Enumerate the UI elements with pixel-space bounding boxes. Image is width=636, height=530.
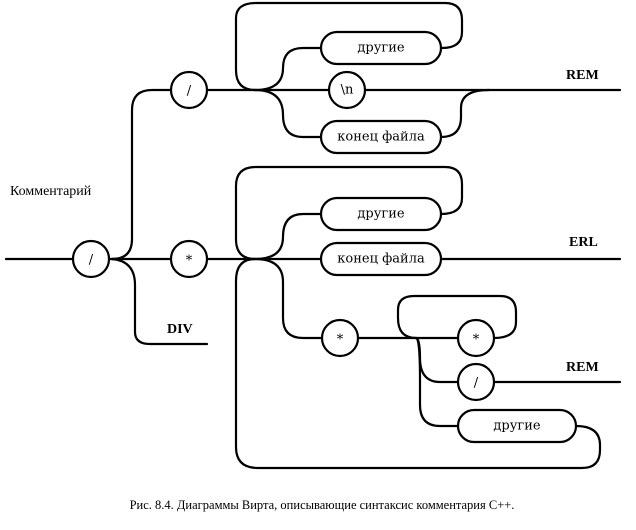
top-drugie-node	[319, 30, 443, 66]
top-drugie-loop-line	[253, 46, 323, 92]
top-slash-node	[169, 70, 209, 110]
inner-star-text: *	[473, 333, 480, 348]
inner-slash-in-line	[414, 336, 460, 384]
inner-star-loop-line	[396, 294, 518, 340]
mid-star-text: *	[186, 254, 193, 269]
figure-caption: Рис. 8.4. Диаграммы Вирта, описывающие с…	[130, 498, 515, 512]
inner-drugie-text: другие	[493, 419, 540, 434]
mid-eof-text: конец файла	[337, 252, 425, 267]
div-label: DIV	[167, 322, 193, 337]
top-slash-text: /	[187, 84, 192, 99]
inner-star-node	[456, 318, 496, 358]
inner-drugie-node	[456, 408, 578, 444]
top-eof-node	[319, 119, 443, 155]
mid-drugie-text: другие	[357, 207, 404, 222]
mid-eof-node	[319, 241, 443, 277]
diagram-title: Комментарий	[10, 184, 92, 199]
top-drugie-text: другие	[357, 41, 404, 56]
mid-star-node	[169, 239, 209, 279]
start-slash-text: /	[89, 253, 94, 268]
top-eof-in-line	[253, 88, 323, 139]
low-star-text: *	[337, 333, 344, 348]
mid-drugie-loop-line	[253, 212, 323, 261]
inner-slash-node	[456, 362, 496, 402]
start-slash-node	[71, 239, 111, 279]
div-branch-line	[110, 257, 209, 346]
top-outer-loop-line	[234, 1, 464, 92]
mid-outer-bottom-loop-line	[234, 257, 602, 470]
inner-drugie-in-line	[414, 336, 460, 428]
top-newline-node	[327, 70, 367, 110]
top-newline-text: \n	[341, 83, 354, 98]
upper-branch-line	[110, 88, 173, 261]
rem-top-label: REM	[566, 68, 599, 83]
mid-drugie-node	[319, 196, 443, 232]
inner-slash-text: /	[474, 376, 479, 391]
top-eof-out-line	[439, 88, 491, 139]
erl-label: ERL	[569, 235, 598, 250]
low-star-node	[320, 318, 360, 358]
mid-outer-top-loop-line	[234, 165, 464, 261]
top-eof-text: конец файла	[337, 130, 425, 145]
low-star-in-line	[253, 257, 324, 340]
rem-bottom-label: REM	[566, 360, 599, 375]
